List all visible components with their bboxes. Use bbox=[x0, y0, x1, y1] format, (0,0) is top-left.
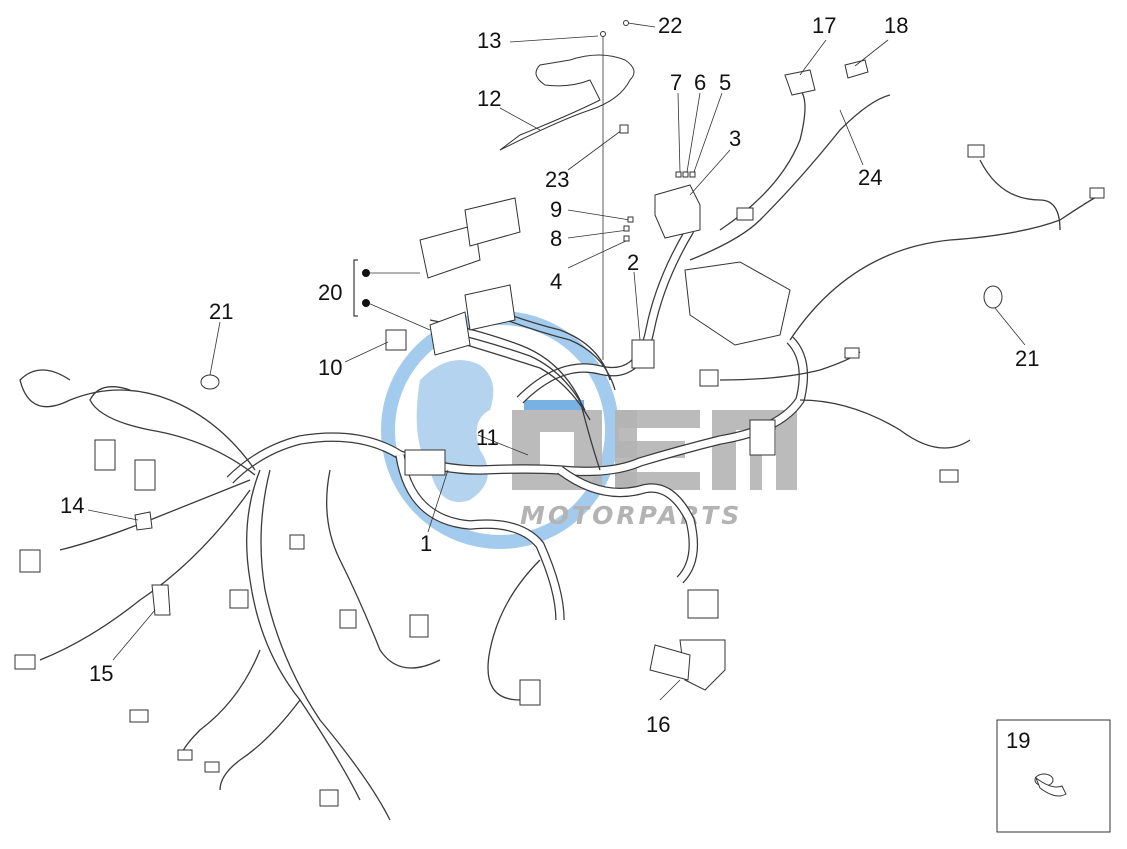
callout-18: 18 bbox=[884, 13, 908, 38]
callout-9: 9 bbox=[550, 197, 562, 222]
callout-8: 8 bbox=[550, 226, 562, 251]
part-15-connector bbox=[151, 584, 171, 616]
inset-box bbox=[996, 719, 1111, 833]
part-12-cover bbox=[499, 54, 635, 151]
leader-lines bbox=[87, 22, 1026, 701]
callout-21-left: 21 bbox=[209, 299, 233, 324]
callout-6: 6 bbox=[694, 70, 706, 95]
part-2-connector bbox=[631, 339, 655, 369]
callout-22: 22 bbox=[658, 13, 682, 38]
part-16-switch bbox=[649, 639, 726, 691]
callout-23: 23 bbox=[545, 167, 569, 192]
callout-15: 15 bbox=[89, 661, 113, 686]
callout-24: 24 bbox=[858, 165, 882, 190]
part-1-sleeve bbox=[404, 449, 446, 476]
part-20-relay bbox=[419, 197, 521, 356]
connectors-misc bbox=[14, 144, 1105, 807]
callout-10: 10 bbox=[318, 355, 342, 380]
part-17-sensor bbox=[784, 69, 816, 96]
bullet-dot-top bbox=[362, 269, 370, 277]
part-14-terminal bbox=[134, 511, 153, 531]
part-21-clamp-left bbox=[200, 374, 220, 390]
bullet-dot-bottom bbox=[362, 299, 370, 307]
callout-20: 20 bbox=[318, 280, 342, 305]
callout-21-right: 21 bbox=[1015, 346, 1039, 371]
part-18-cap bbox=[844, 59, 869, 79]
callout-3: 3 bbox=[729, 126, 741, 151]
callout-14: 14 bbox=[60, 493, 84, 518]
callout-5: 5 bbox=[719, 70, 731, 95]
callout-12: 12 bbox=[477, 86, 501, 111]
callout-11: 11 bbox=[476, 425, 499, 450]
part-21-clamp-right bbox=[983, 285, 1003, 309]
callout-17: 17 bbox=[812, 13, 836, 38]
part-3-bracket bbox=[654, 184, 701, 239]
small-hardware bbox=[353, 20, 696, 317]
callout-2: 2 bbox=[627, 250, 639, 275]
callout-16: 16 bbox=[646, 712, 670, 737]
part-ecu-box bbox=[684, 261, 791, 346]
callout-4: 4 bbox=[550, 269, 562, 294]
callout-labels: 13 22 17 18 12 7 6 5 3 24 23 9 8 2 4 20 … bbox=[60, 13, 1039, 753]
callout-13: 13 bbox=[477, 28, 501, 53]
watermark: MOTORPARTS bbox=[381, 311, 797, 549]
callout-19: 19 bbox=[1006, 728, 1030, 753]
part-10-relay bbox=[385, 329, 407, 351]
watermark-subtitle: MOTORPARTS bbox=[520, 501, 742, 530]
callout-1: 1 bbox=[420, 531, 432, 556]
callout-7: 7 bbox=[670, 70, 682, 95]
